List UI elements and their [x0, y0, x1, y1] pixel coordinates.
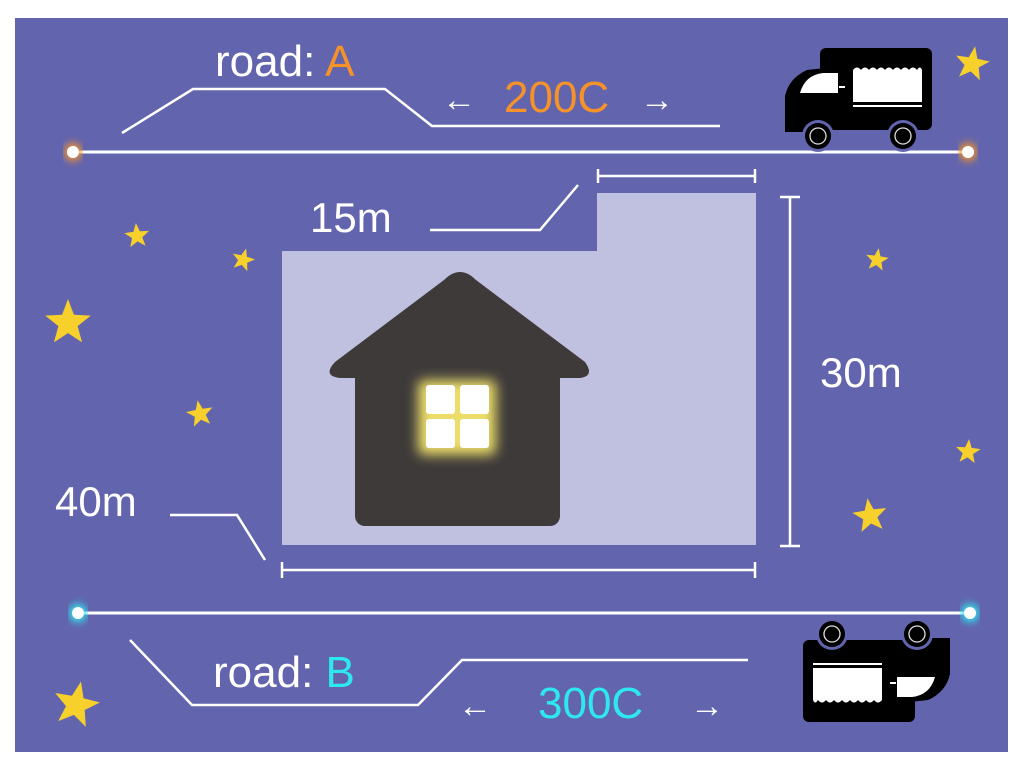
road-b: [69, 604, 979, 622]
height-label: 30m: [820, 349, 902, 396]
arrow-right-icon: →: [690, 687, 724, 725]
road-a-name: A: [325, 37, 355, 86]
star-icon: [124, 223, 149, 248]
road-b-price: 300C: [538, 679, 643, 728]
road-a-leader-line: [121, 87, 720, 135]
arrow-right-icon: →: [640, 81, 674, 119]
star-icon: [956, 46, 990, 81]
star-icon: [866, 248, 889, 271]
notch-width-label: 15m: [310, 194, 392, 241]
road-b-leader-line: [129, 639, 748, 707]
star-icon: [45, 299, 91, 343]
width-label: 40m: [55, 478, 137, 525]
dimension-lines: [170, 169, 800, 578]
star-icon: [186, 400, 213, 427]
star-icon: [55, 681, 100, 727]
road-b-name: B: [326, 648, 355, 697]
road-b-label: road: B: [213, 648, 355, 697]
star-icon: [232, 248, 255, 272]
arrow-left-icon: ←: [442, 81, 476, 119]
arrow-left-icon: ←: [458, 687, 492, 725]
star-icon: [956, 439, 981, 464]
road-a-label: road: A: [215, 37, 355, 86]
road-a: [64, 143, 977, 161]
star-icon: [852, 498, 887, 532]
house-icon: [329, 272, 589, 526]
stars: [45, 46, 990, 727]
road-a-price: 200C: [504, 73, 609, 122]
